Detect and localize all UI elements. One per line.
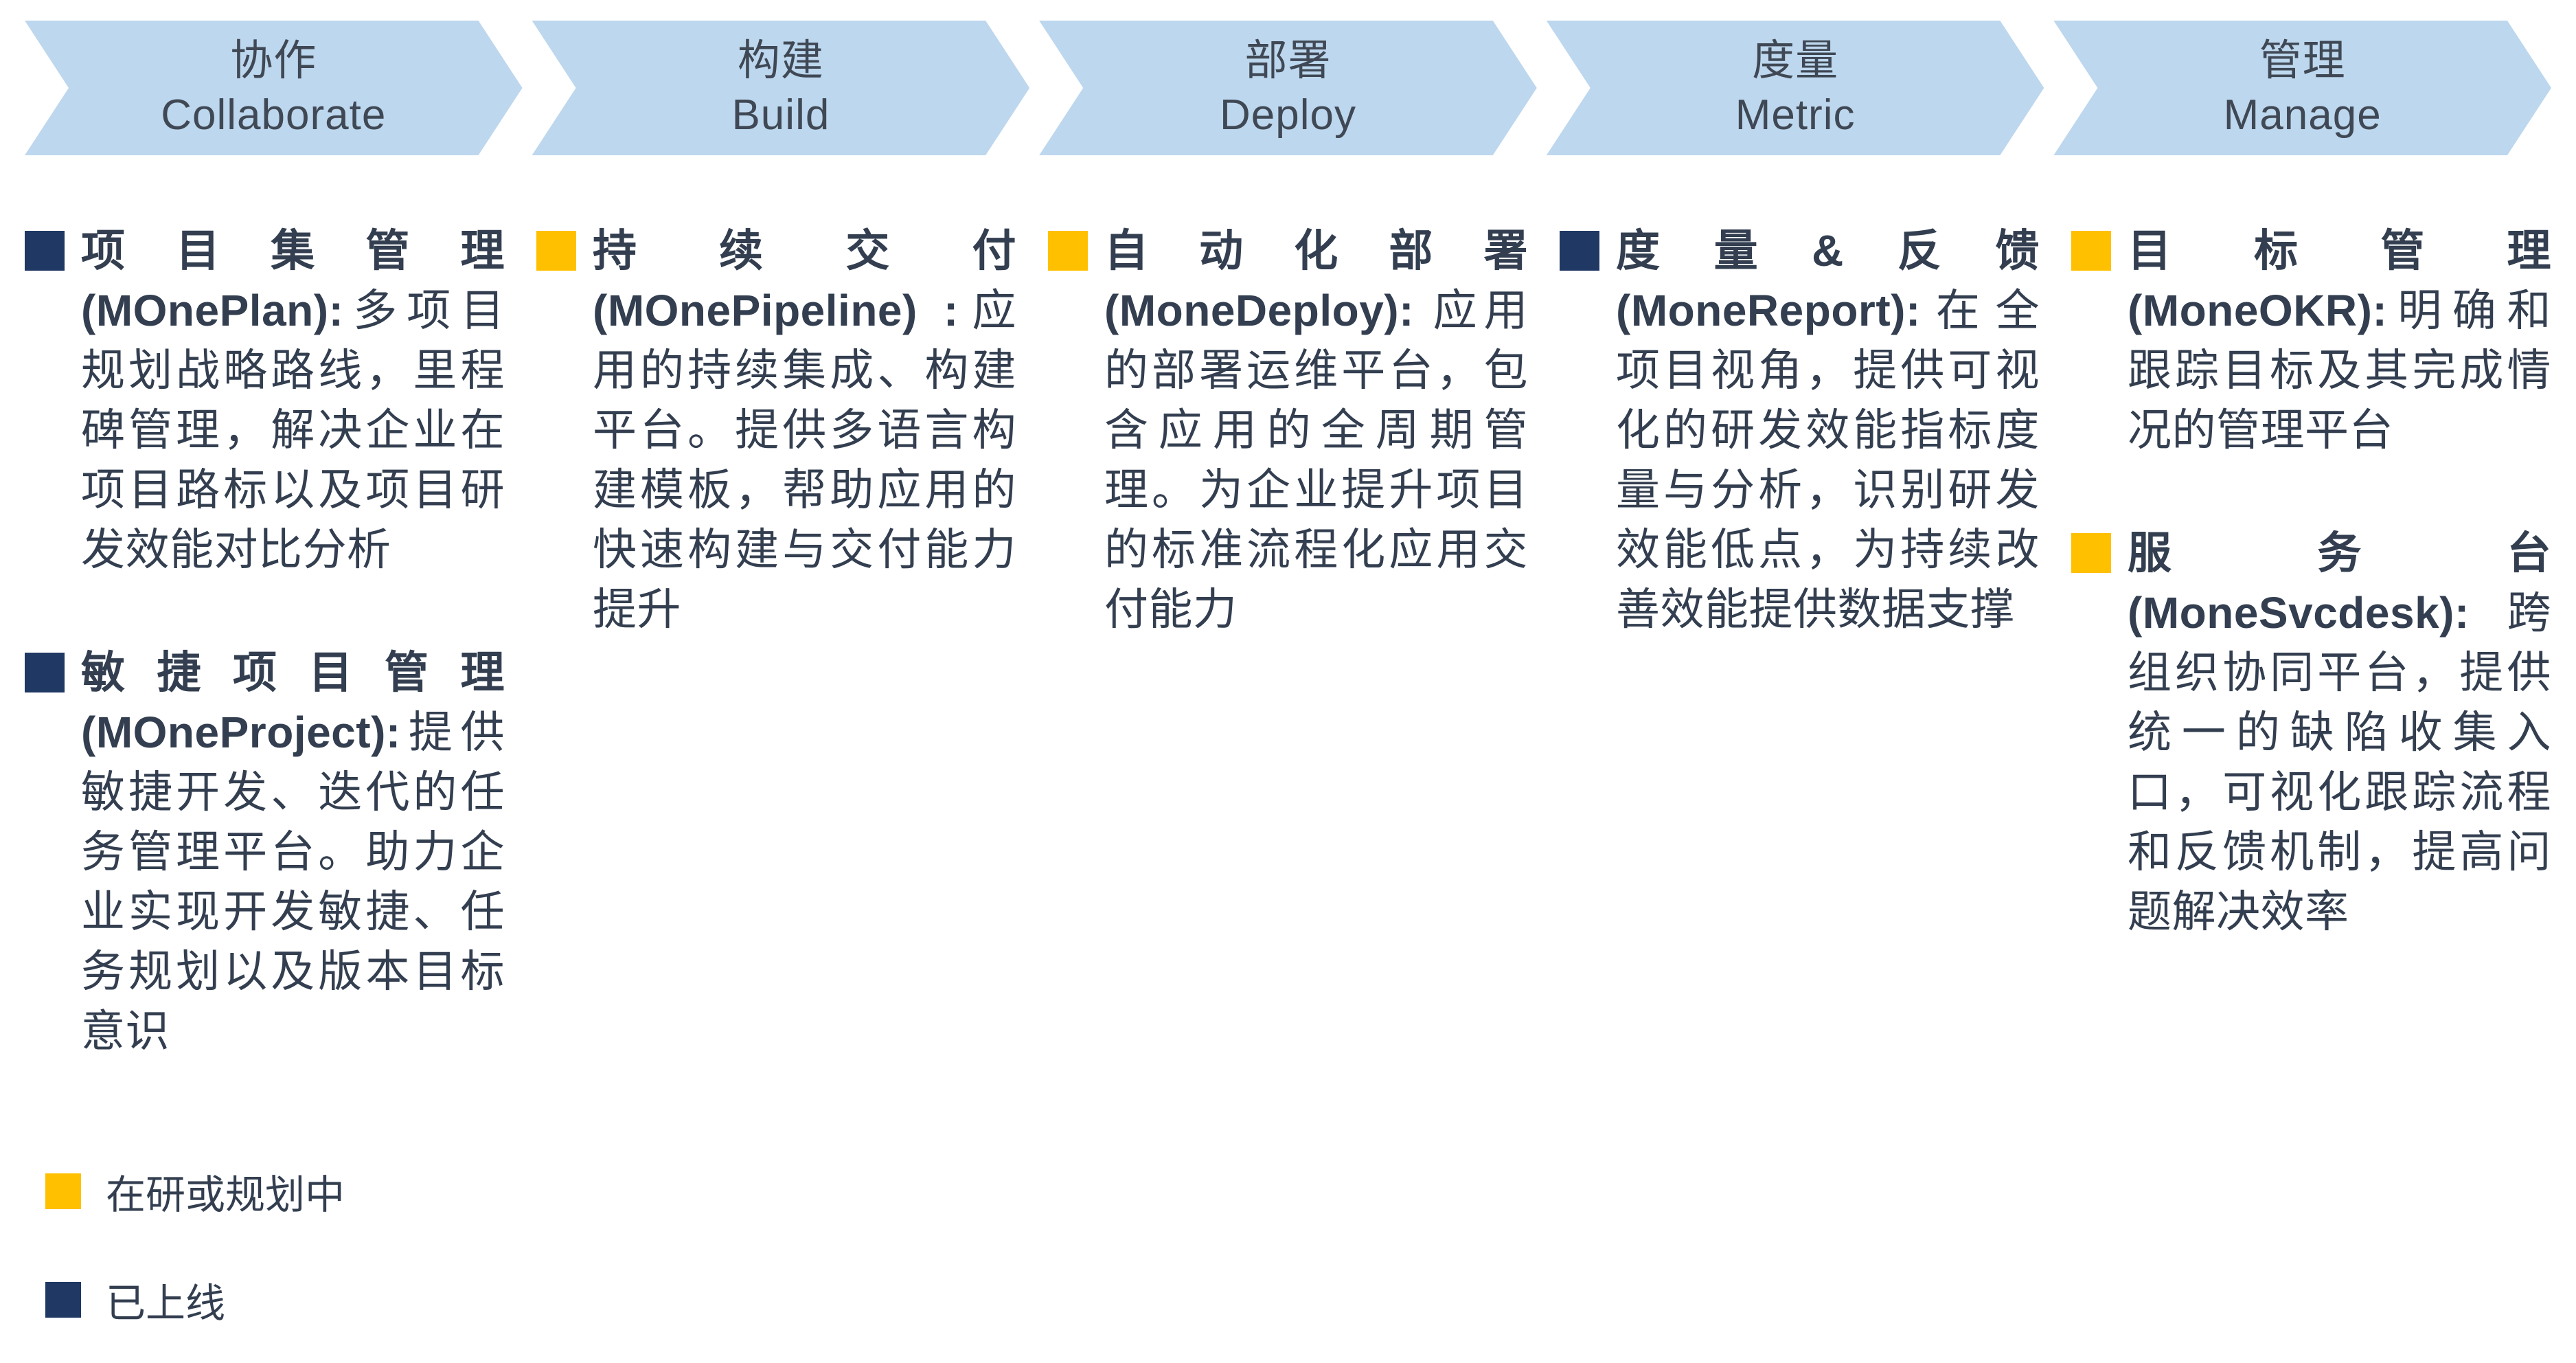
feature-desc: 应用的持续集成、构建平台。提供多语言构建模板，帮助应用的快速构建与交付能力提升	[593, 286, 1016, 635]
feature-desc: 提供敏捷开发、迭代的任务管理平台。助力企业实现开发敏捷、任务规划以及版本目标意识	[81, 708, 505, 1057]
stage-chevron-build: 构建 Build	[532, 21, 1030, 155]
status-swatch-icon	[45, 1173, 81, 1209]
feature-desc: 多项目规划战略路线，里程碑管理，解决企业在项目路标以及项目研发效能对比分析	[81, 286, 505, 575]
stage-chevron-manage: 管理 Manage	[2053, 21, 2551, 155]
legend-item-planning: 在研或规划中	[45, 1162, 345, 1220]
feature-title: 度量&反馈(MoneReport):	[1616, 226, 2040, 336]
status-marker-icon	[2071, 231, 2111, 271]
stage-title-en: Metric	[1735, 91, 1856, 139]
stage-title-zh: 部署	[1244, 36, 1332, 85]
feature-text: 度量&反馈(MoneReport):在全项目视角，提供可视化的研发效能指标度量与…	[1616, 221, 2040, 640]
legend-item-online: 已上线	[45, 1271, 345, 1329]
stage-column-deploy: 自动化部署(MoneDeploy): 应用的部署运维平台，包含应用的全周期管理。…	[1048, 221, 1528, 1125]
feature-title: 服务台(MoneSvcdesk):	[2128, 528, 2551, 638]
legend: 在研或规划中 已上线	[45, 1162, 345, 1329]
stage-title-en: Deploy	[1219, 91, 1356, 139]
stage-chevron-metric: 度量 Metric	[1547, 21, 2044, 155]
status-marker-icon	[2071, 533, 2111, 574]
stage-column-manage: 目标管理(MoneOKR):明确和跟踪目标及其完成情况的管理平台 服务台(Mon…	[2071, 221, 2551, 1125]
stage-title-en: Manage	[2223, 91, 2382, 139]
feature-desc: 应用的部署运维平台，包含应用的全周期管理。为企业提升项目的标准流程化应用交付能力	[1104, 286, 1528, 635]
stage-column-build: 持续交付(MOnePipeline) :应用的持续集成、构建平台。提供多语言构建…	[536, 221, 1016, 1125]
stage-header-row: 协作 Collaborate 构建 Build 部署 Deploy 度量 Met…	[25, 21, 2551, 155]
stage-title-en: Build	[731, 91, 830, 139]
stage-title-zh: 度量	[1752, 36, 1839, 85]
feature-title: 持续交付(MOnePipeline) :	[593, 226, 1016, 336]
status-swatch-icon	[45, 1282, 81, 1318]
status-marker-icon	[1560, 231, 1599, 271]
stage-chevron-deploy: 部署 Deploy	[1039, 21, 1537, 155]
feature-text: 服务台(MoneSvcdesk):跨组织协同平台，提供统一的缺陷收集入口，可视化…	[2128, 523, 2551, 942]
feature-desc: 明确和跟踪目标及其完成情况的管理平台	[2128, 286, 2551, 455]
feature-item: 持续交付(MOnePipeline) :应用的持续集成、构建平台。提供多语言构建…	[536, 221, 1016, 640]
stage-title-en: Collaborate	[161, 91, 387, 139]
stage-chevron-collaborate: 协作 Collaborate	[25, 21, 523, 155]
feature-item: 度量&反馈(MoneReport):在全项目视角，提供可视化的研发效能指标度量与…	[1560, 221, 2040, 640]
feature-item: 目标管理(MoneOKR):明确和跟踪目标及其完成情况的管理平台	[2071, 221, 2551, 460]
feature-text: 自动化部署(MoneDeploy): 应用的部署运维平台，包含应用的全周期管理。…	[1104, 221, 1528, 640]
stage-title-zh: 协作	[230, 36, 317, 85]
status-marker-icon	[536, 231, 576, 271]
status-marker-icon	[25, 231, 65, 271]
feature-item: 项目集管理(MOnePlan):多项目规划战略路线，里程碑管理，解决企业在项目路…	[25, 221, 505, 580]
legend-label: 在研或规划中	[106, 1173, 345, 1217]
stage-title-zh: 构建	[737, 36, 824, 85]
stage-title-zh: 管理	[2259, 36, 2346, 85]
feature-title: 敏捷项目管理(MOneProject):	[81, 648, 505, 758]
status-marker-icon	[1048, 231, 1088, 271]
stage-column-collaborate: 项目集管理(MOnePlan):多项目规划战略路线，里程碑管理，解决企业在项目路…	[25, 221, 505, 1125]
status-marker-icon	[25, 653, 65, 693]
stage-columns: 项目集管理(MOnePlan):多项目规划战略路线，里程碑管理，解决企业在项目路…	[25, 221, 2551, 1125]
feature-text: 持续交付(MOnePipeline) :应用的持续集成、构建平台。提供多语言构建…	[593, 221, 1016, 640]
feature-title: 项目集管理(MOnePlan):	[81, 226, 505, 336]
legend-label: 已上线	[106, 1281, 226, 1326]
feature-text: 敏捷项目管理(MOneProject):提供敏捷开发、迭代的任务管理平台。助力企…	[81, 643, 505, 1061]
feature-item: 服务台(MoneSvcdesk):跨组织协同平台，提供统一的缺陷收集入口，可视化…	[2071, 523, 2551, 942]
feature-item: 敏捷项目管理(MOneProject):提供敏捷开发、迭代的任务管理平台。助力企…	[25, 643, 505, 1061]
feature-title: 目标管理(MoneOKR):	[2128, 226, 2551, 336]
feature-text: 项目集管理(MOnePlan):多项目规划战略路线，里程碑管理，解决企业在项目路…	[81, 221, 505, 580]
feature-desc: 跨组织协同平台，提供统一的缺陷收集入口，可视化跟踪流程和反馈机制，提高问题解决效…	[2128, 588, 2551, 937]
feature-title: 自动化部署(MoneDeploy):	[1104, 226, 1528, 336]
feature-desc: 在全项目视角，提供可视化的研发效能指标度量与分析，识别研发效能低点，为持续改善效…	[1616, 286, 2040, 635]
feature-text: 目标管理(MoneOKR):明确和跟踪目标及其完成情况的管理平台	[2128, 221, 2551, 460]
feature-item: 自动化部署(MoneDeploy): 应用的部署运维平台，包含应用的全周期管理。…	[1048, 221, 1528, 640]
stage-column-metric: 度量&反馈(MoneReport):在全项目视角，提供可视化的研发效能指标度量与…	[1560, 221, 2040, 1125]
